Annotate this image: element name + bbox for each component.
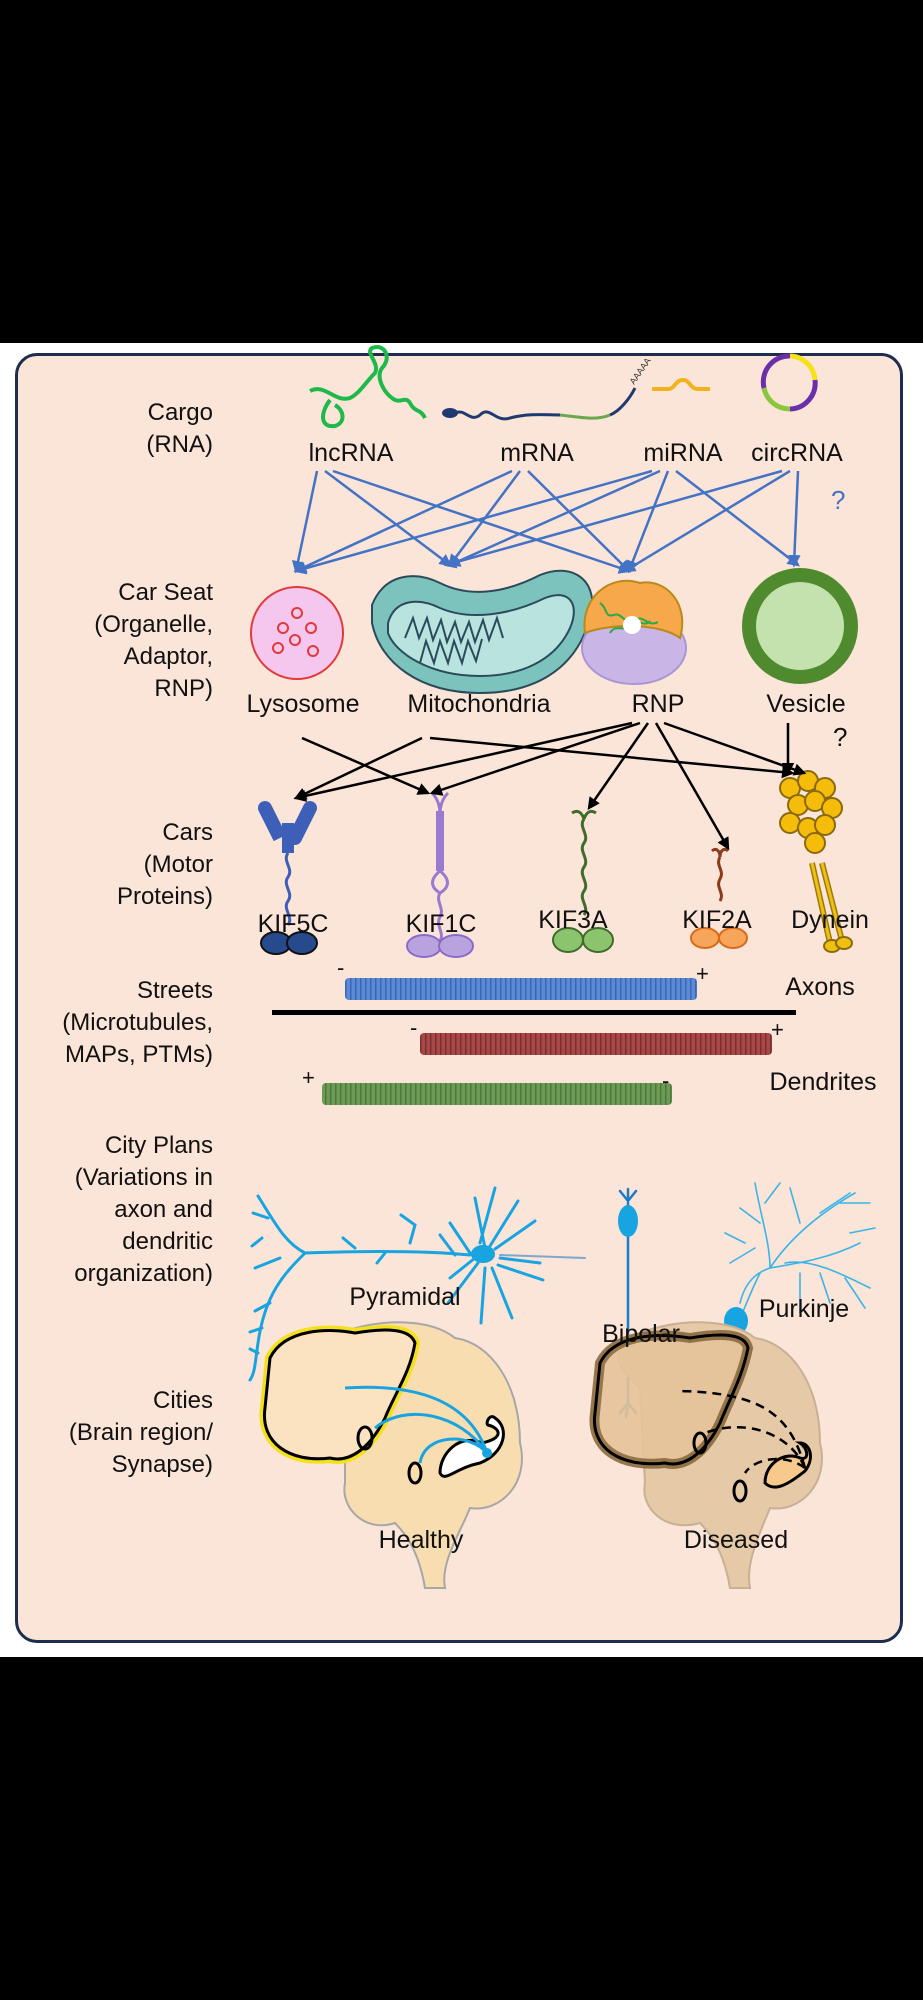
neuron-label-bipolar: Bipolar [602,1320,680,1348]
healthy-brain-icon [259,1321,523,1589]
seat-arrow-rnp-to-kif3a [587,722,650,811]
row-label-cities: Cities (Brain region/ Synapse) [68,1387,213,1478]
seat-label-rnp: RNP [631,690,685,718]
circrna-icon [760,353,818,412]
figure: AAAAA [0,343,923,1657]
kif3a-icon [552,809,614,953]
cargo-arrow-mirna-to-rnp [626,470,670,574]
dendrite-microtubule-1 [420,1033,772,1055]
kif1c-icon [406,791,474,958]
pyramidal-neuron-icon [248,1186,586,1382]
dendrite-mt1-minus-end: - [410,1015,418,1040]
car-label-kif5c: KIF5C [257,910,329,938]
kif5c-icon [258,801,318,955]
row-label-city-plans: City Plans (Variations in axon and dendr… [74,1132,213,1287]
dendrites-label: Dendrites [769,1068,877,1096]
cargo-arrow-mrna-to-rnp [527,470,631,573]
brain-label-diseased: Diseased [683,1526,789,1554]
row-label-cargo: Cargo (RNA) [146,399,213,458]
rnp-icon [581,579,687,685]
diseased-brain-icon [589,1321,823,1589]
svg-text:AAAAA: AAAAA [627,356,652,386]
seat-label-mitochondria: Mitochondria [407,690,551,718]
vesicle-icon [742,568,858,684]
cargo-arrow-mirna-to-vesicle [675,470,800,567]
seat-arrow-rnp-to-dynein [663,721,807,776]
seat-arrow-mitochondria-to-dynein [429,736,795,779]
axon-dendrite-divider [272,1010,796,1015]
seat-unknown-marker: ? [833,722,848,752]
cargo-label-mrna: mRNA [500,439,574,467]
lncrna-icon [309,345,427,429]
neuron-label-pyramidal: Pyramidal [349,1283,461,1311]
cargo-arrow-mirna-to-lysosome [293,469,653,575]
cargo-arrow-mrna-to-lysosome [293,469,513,573]
seat-arrow-rnp-to-kif5c [293,721,633,802]
seat-label-lysosome: Lysosome [246,690,360,718]
pyramidal-soma [471,1245,495,1263]
row-label-car-seat: Car Seat (Organelle, Adaptor, RNP) [94,579,213,702]
car-label-kif2a: KIF2A [682,906,752,934]
axon-mt-minus-end: - [337,955,345,980]
cargo-label-lncrna: lncRNA [308,439,394,467]
mrna-icon: AAAAA [442,356,653,421]
seat-label-vesicle: Vesicle [766,690,846,718]
neuron-label-purkinje: Purkinje [758,1295,850,1323]
car-label-kif3a: KIF3A [538,906,608,934]
mirna-icon [652,377,710,391]
diagram-art: AAAAA [248,345,876,1589]
cargo-arrow-lncrna-to-rnp [332,469,632,574]
cargo-arrow-circrna-to-rnp [622,469,791,573]
dendrite-mt1-plus-end: + [771,1017,784,1042]
dendrite-mt2-plus-end: + [302,1065,315,1090]
row-label-cars: Cars (Motor Proteins) [116,819,213,910]
kif2a-icon [690,847,748,949]
dendrite-mt2-minus-end: - [662,1068,670,1093]
purkinje-neuron-icon [717,1182,876,1379]
lysosome-icon [250,586,344,680]
car-label-kif1c: KIF1C [405,910,477,938]
top-black-band [0,0,923,343]
dendrite-microtubule-2 [322,1083,672,1105]
dynein-icon [779,770,853,953]
cargo-arrow-circrna-to-mitochondria [443,469,783,569]
seat-arrow-rnp-to-kif1c [429,721,641,796]
axon-mt-plus-end: + [696,961,709,986]
seat-arrow-mitochondria-to-kif5c [293,736,423,800]
cargo-label-circrna: circRNA [751,439,843,467]
cargo-arrow-mirna-to-mitochondria [447,469,661,567]
bottom-black-band [0,1657,923,2000]
cargo-arrow-lncrna-to-lysosome [291,470,319,574]
row-label-streets: Streets (Microtubules, MAPs, PTMs) [62,977,213,1068]
cargo-arrow-lncrna-to-mitochondria [324,470,452,567]
cargo-label-mirna: miRNA [643,439,723,467]
axons-label: Axons [785,973,855,1001]
axon-microtubule [345,978,697,1000]
seat-arrow-rnp-to-kif2a [654,722,730,851]
seat-to-car-arrows [293,721,807,851]
mitochondria-icon [371,569,594,695]
bipolar-soma [618,1205,638,1237]
car-label-dynein: Dynein [791,906,869,934]
cargo-arrow-circrna-to-vesicle [788,470,801,568]
cargo-to-seat-arrows [291,469,801,575]
cargo-unknown-marker: ? [831,485,846,515]
brain-label-healthy: Healthy [378,1526,464,1554]
